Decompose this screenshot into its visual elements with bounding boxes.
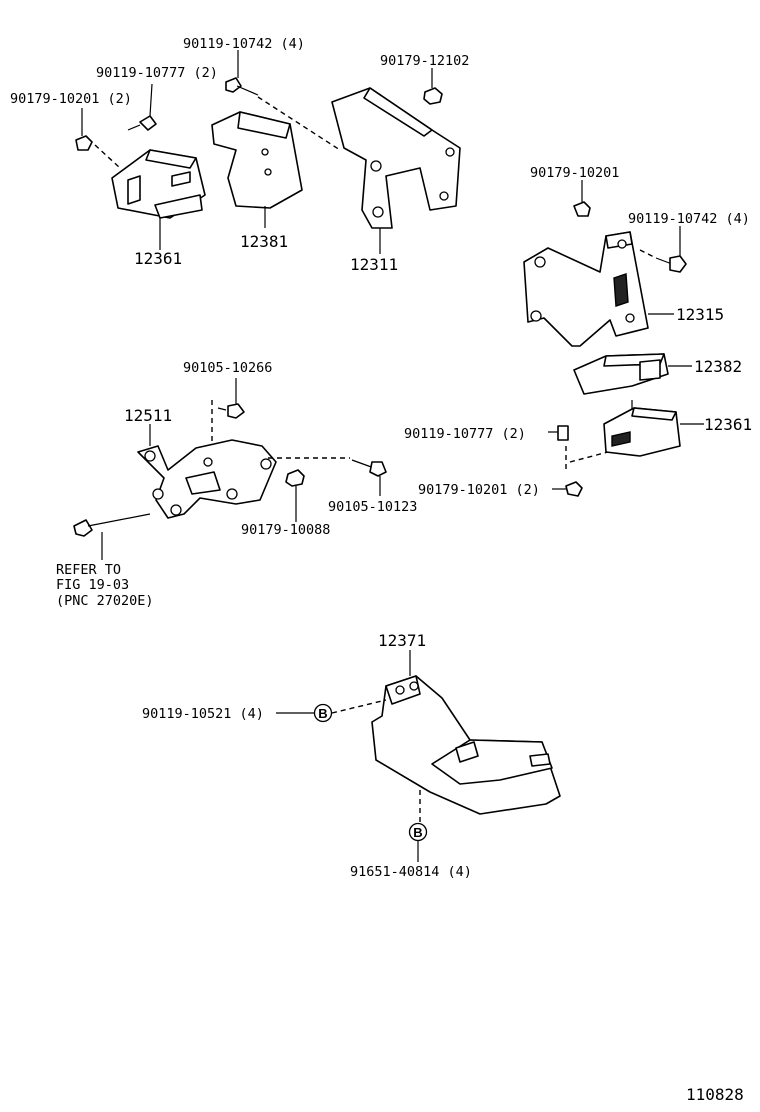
nut-90179-10201-right-lower xyxy=(565,481,583,497)
marker-b-upper: B xyxy=(313,703,333,723)
cushion-12381 xyxy=(211,111,303,209)
label-12381: 12381 xyxy=(240,232,288,251)
dashed-line-marker-b-upper xyxy=(331,699,387,714)
label-90105-10123: 90105-10123 xyxy=(328,499,417,515)
label-90119-10777-a: 90119-10777 (2) xyxy=(96,65,218,81)
figure-number: 110828 xyxy=(686,1085,744,1104)
bracket-12511 xyxy=(137,439,277,519)
label-90119-10742-b: 90119-10742 (4) xyxy=(628,211,750,227)
dashed-line-bolt-right xyxy=(639,249,657,259)
label-90179-10201-c: 90179-10201 (2) xyxy=(418,482,540,498)
label-91651-40814: 91651-40814 (4) xyxy=(350,864,472,880)
dashed-line-bolt-bracket xyxy=(257,96,341,151)
bolt-90119-10742-right xyxy=(655,255,687,273)
cushion-12382 xyxy=(573,353,669,395)
bolt-90119-10777-right xyxy=(548,425,569,441)
reference-line-1: REFER TO xyxy=(56,562,121,578)
engine-mount-12361-right xyxy=(603,400,681,457)
bolt-90119-10777-top xyxy=(127,115,157,131)
nut-90179-10088 xyxy=(285,469,305,487)
bolt-90119-10742-top xyxy=(225,77,259,96)
marker-b-upper-text: B xyxy=(318,706,327,721)
nut-90179-10201-right xyxy=(573,201,591,217)
label-90179-10088: 90179-10088 xyxy=(241,522,330,538)
crossmember-12371 xyxy=(371,675,561,815)
bracket-12315 xyxy=(523,231,649,347)
bolt-90105-10123 xyxy=(351,459,387,477)
label-90179-10201-a: 90179-10201 (2) xyxy=(10,91,132,107)
label-90119-10777-b: 90119-10777 (2) xyxy=(404,426,526,442)
nut-90179-10201-top xyxy=(75,135,93,151)
label-12511: 12511 xyxy=(124,406,172,425)
engine-mount-12361-left xyxy=(111,149,206,219)
reference-line-3: (PNC 27020E) xyxy=(56,593,154,609)
marker-b-lower: B xyxy=(408,822,428,842)
long-bolt-reference xyxy=(73,513,151,537)
reference-line-2: FIG 19-03 xyxy=(56,577,129,593)
label-12311: 12311 xyxy=(350,255,398,274)
label-12315: 12315 xyxy=(676,305,724,324)
nut-90179-12102 xyxy=(423,87,443,105)
dashed-line-nut-mount xyxy=(94,144,121,169)
label-90105-10266: 90105-10266 xyxy=(183,360,272,376)
label-90179-10201-b: 90179-10201 xyxy=(530,165,619,181)
label-90179-12102: 90179-12102 xyxy=(380,53,469,69)
bracket-12311 xyxy=(331,87,461,229)
label-12371: 12371 xyxy=(378,631,426,650)
dashed-line-right-mount xyxy=(569,451,609,463)
label-90119-10521: 90119-10521 (4) xyxy=(142,706,264,722)
label-90119-10742-a: 90119-10742 (4) xyxy=(183,36,305,52)
leader-90119-10777-a xyxy=(149,83,153,117)
bolt-90105-10266 xyxy=(217,403,245,419)
marker-b-lower-text: B xyxy=(413,825,422,840)
label-12361-a: 12361 xyxy=(134,249,182,268)
label-12361-b: 12361 xyxy=(704,415,752,434)
label-12382: 12382 xyxy=(694,357,742,376)
